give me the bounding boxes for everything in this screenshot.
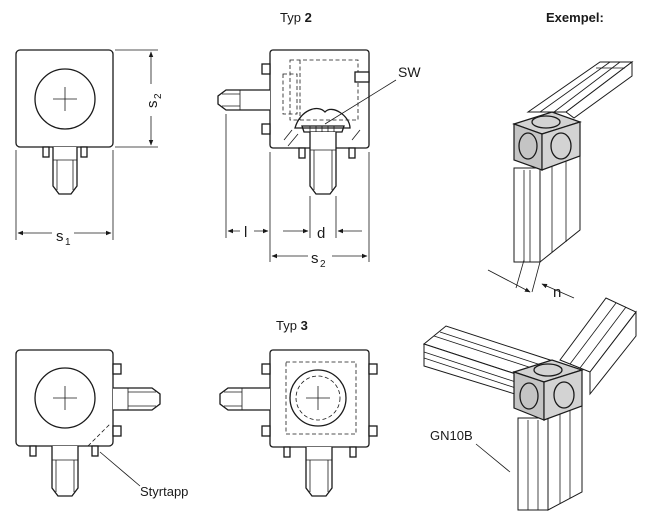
typ3-side-view <box>219 349 378 497</box>
dim-s1-subscript: 1 <box>65 237 71 248</box>
dim-l-label: l <box>244 224 247 241</box>
dim-s2-subscript: 2 <box>320 259 326 270</box>
typ3-label: Typ 3 <box>276 318 308 333</box>
dim-s2-letter: s <box>311 250 319 267</box>
example-straight-connection <box>487 60 634 299</box>
top-left-front-view <box>15 49 161 241</box>
styrtapp-label: Styrtapp <box>140 484 188 499</box>
typ2-side-view <box>217 49 397 264</box>
dim-s2-subscript-vertical: 2 <box>153 93 164 99</box>
typ2-label: Typ 2 <box>280 10 312 25</box>
dim-s1-letter: s <box>56 228 64 245</box>
example-corner-connection <box>422 297 637 511</box>
dim-d-label: d <box>317 225 325 242</box>
dim-s2-letter-vertical: s <box>144 101 161 109</box>
dim-n-label: n <box>553 284 561 301</box>
typ3-front-view <box>15 349 161 497</box>
sw-label: SW <box>398 64 421 80</box>
example-title: Exempel: <box>546 10 604 25</box>
gn10b-label: GN10B <box>430 428 473 443</box>
